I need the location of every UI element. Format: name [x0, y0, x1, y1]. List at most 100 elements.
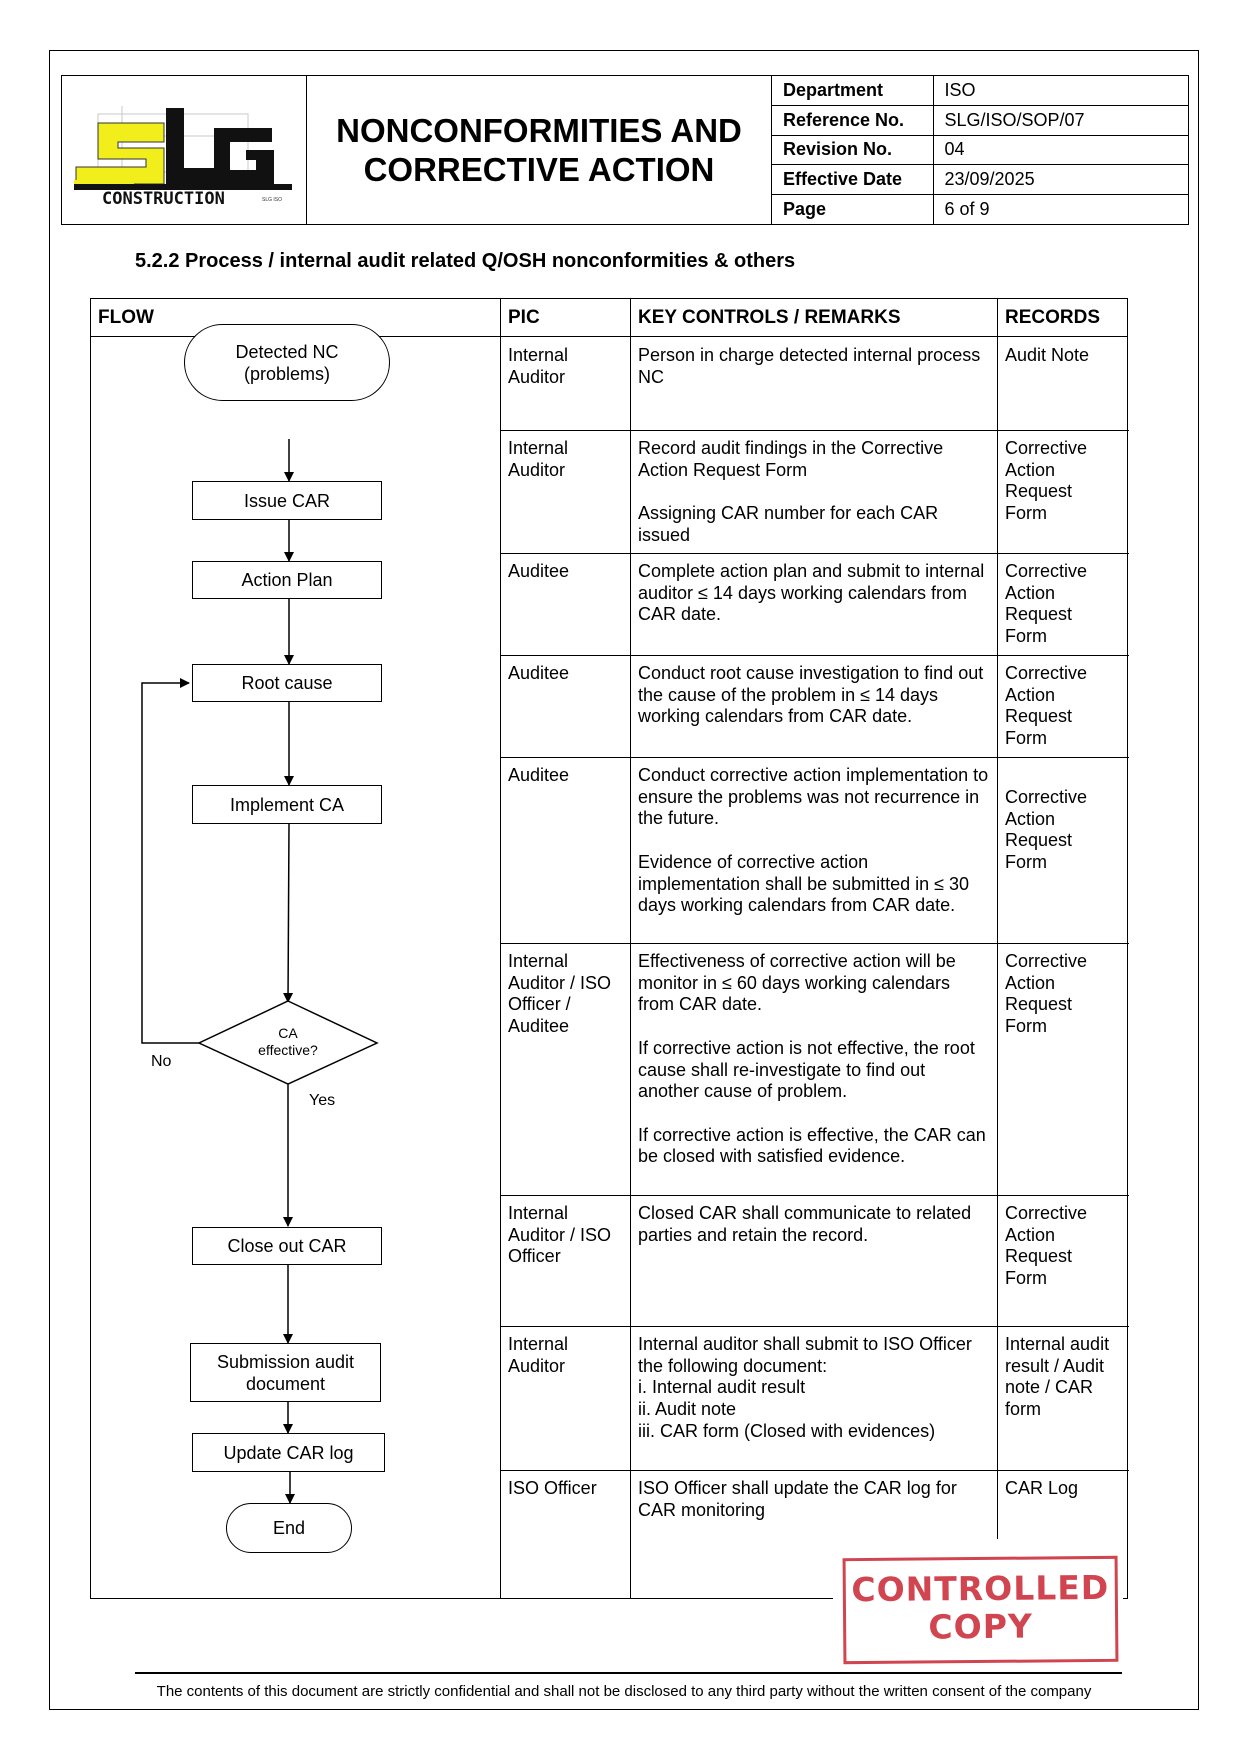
row-divider [500, 757, 1129, 758]
control-paragraph: Assigning CAR number for each CAR issued [638, 503, 939, 545]
flow-implement-label: Implement CA [229, 794, 345, 815]
flow-close-out-car: Close out CAR [192, 1227, 382, 1265]
pic-cell: Internal Auditor [508, 438, 569, 480]
control-paragraph: Person in charge detected internal proce… [638, 345, 981, 387]
row-divider [500, 655, 1129, 656]
flow-start-label: Detected NC (problems) [235, 341, 339, 384]
flow-close-label: Close out CAR [227, 1236, 347, 1256]
flow-decision-label: CA effective? [228, 1025, 348, 1059]
row-divider [500, 1195, 1129, 1196]
flow-end-terminal: End [226, 1503, 352, 1553]
meta-value: 6 of 9 [944, 198, 990, 219]
pic-cell: Auditee [508, 561, 570, 581]
meta-value: 23/09/2025 [933, 164, 1188, 195]
meta-label: Department [772, 76, 934, 107]
row-divider [500, 1326, 1129, 1327]
stamp-line-2: COPY [928, 1606, 1033, 1647]
footer-divider [135, 1672, 1122, 1674]
control-paragraph: Record audit findings in the Corrective … [638, 438, 944, 480]
controls-cell: Conduct corrective action implementation… [631, 757, 997, 925]
title-line-2: CORRECTIVE ACTION [363, 151, 715, 188]
control-paragraph: If corrective action is not effective, t… [638, 1037, 975, 1102]
pic-cell: Auditee [508, 765, 570, 785]
pic-cell: Auditee [508, 663, 570, 683]
pic-cell: Internal Auditor [508, 1334, 569, 1376]
control-paragraph: Effectiveness of corrective action will … [638, 951, 956, 1015]
meta-value: ISO [933, 76, 1188, 107]
arrow-no-loop-to-root [141, 678, 199, 1044]
meta-label: Reference No. [772, 105, 934, 136]
footer-disclaimer: The contents of this document are strict… [156, 1683, 1092, 1700]
flow-root-label: Root cause [241, 673, 333, 693]
pic-cell: Internal Auditor / ISO Officer / Auditee [508, 951, 612, 1037]
row-divider [500, 430, 1129, 431]
meta-label: Revision No. [772, 135, 934, 166]
controls-cell: Effectiveness of corrective action will … [631, 943, 997, 1176]
control-paragraph: Evidence of corrective action implementa… [638, 851, 970, 916]
logo-subtitle: CONSTRUCTION [102, 189, 225, 209]
meta-row: Reference No.SLG/ISO/SOP/07 [772, 105, 1188, 136]
column-divider [997, 299, 998, 1539]
control-paragraph: Internal auditor shall submit to ISO Off… [638, 1334, 972, 1441]
flow-end-label: End [272, 1518, 306, 1538]
controlled-copy-stamp: CONTROLLED COPY [842, 1555, 1119, 1665]
meta-row: Revision No.04 [772, 135, 1188, 166]
records-cell: Corrective Action Request Form [1005, 438, 1088, 524]
header-pic: PIC [508, 307, 540, 328]
header-controls: KEY CONTROLS / REMARKS [638, 307, 901, 328]
controls-cell: Person in charge detected internal proce… [631, 337, 997, 396]
row-divider [500, 553, 1129, 554]
flow-yes-label: Yes [309, 1092, 336, 1109]
records-cell: Corrective Action Request Form [1005, 1203, 1088, 1289]
flow-root-cause: Root cause [192, 664, 382, 702]
stamp-background [833, 1540, 1123, 1670]
control-paragraph: Conduct root cause investigation to find… [638, 663, 984, 727]
stamp-line-1: CONTROLLED [851, 1567, 1110, 1610]
company-logo: CONSTRUCTION SLG ISO [62, 76, 307, 224]
decision-diamond [197, 1000, 379, 1085]
pic-cell: Internal Auditor / ISO Officer [508, 1203, 612, 1267]
arrow-implement-to-decision [283, 823, 294, 1003]
records-cell: Corrective Action Request Form [1005, 951, 1088, 1037]
pic-cell: ISO Officer [508, 1478, 597, 1498]
controls-cell: Internal auditor shall submit to ISO Off… [631, 1326, 997, 1451]
meta-row: Page 6 of 9 [772, 194, 1188, 224]
meta-label: Page [772, 194, 934, 224]
column-divider [630, 299, 631, 1598]
meta-value: SLG/ISO/SOP/07 [933, 105, 1188, 136]
pic-cell: Internal Auditor [508, 345, 569, 387]
document-header: CONSTRUCTION SLG ISO NONCONFORMITIES AND… [61, 75, 1189, 225]
table-header-row: FLOW PIC KEY CONTROLS / REMARKS RECORDS [91, 299, 1127, 337]
page-frame [49, 50, 1199, 1710]
row-divider [500, 943, 1129, 944]
control-paragraph: ISO Officer shall update the CAR log for… [638, 1478, 957, 1520]
column-divider [500, 299, 501, 1598]
flow-action-plan: Action Plan [192, 561, 382, 599]
controls-cell: ISO Officer shall update the CAR log for… [631, 1470, 997, 1529]
section-title: 5.2.2 Process / internal audit related Q… [135, 250, 796, 272]
controls-cell: Conduct root cause investigation to find… [631, 655, 997, 736]
logo-tag: SLG ISO [262, 197, 283, 203]
row-divider [500, 1470, 1129, 1471]
records-cell: Audit Note [1005, 345, 1090, 365]
flow-update-car-log: Update CAR log [192, 1433, 385, 1472]
document-title: NONCONFORMITIES AND CORRECTIVE ACTION [307, 76, 772, 224]
control-paragraph: If corrective action is effective, the C… [638, 1124, 986, 1167]
flowchart-connectors [141, 439, 379, 1504]
slg-logo-icon [74, 106, 292, 190]
decision-text: CA effective? [258, 1025, 318, 1058]
records-cell: CAR Log [1005, 1478, 1079, 1498]
meta-value: 04 [933, 135, 1188, 166]
flow-submission-audit: Submission audit document [190, 1343, 381, 1402]
header-flow: FLOW [98, 307, 154, 328]
controls-cell: Closed CAR shall communicate to related … [631, 1195, 997, 1254]
flow-submit-label: Submission audit document [216, 1351, 355, 1394]
flow-update-label: Update CAR log [223, 1442, 354, 1463]
flow-start-terminal: Detected NC (problems) [184, 324, 390, 401]
header-records: RECORDS [1005, 307, 1101, 328]
control-paragraph: Complete action plan and submit to inter… [638, 561, 985, 625]
meta-label: Effective Date [772, 164, 934, 195]
controls-cell: Complete action plan and submit to inter… [631, 553, 997, 634]
